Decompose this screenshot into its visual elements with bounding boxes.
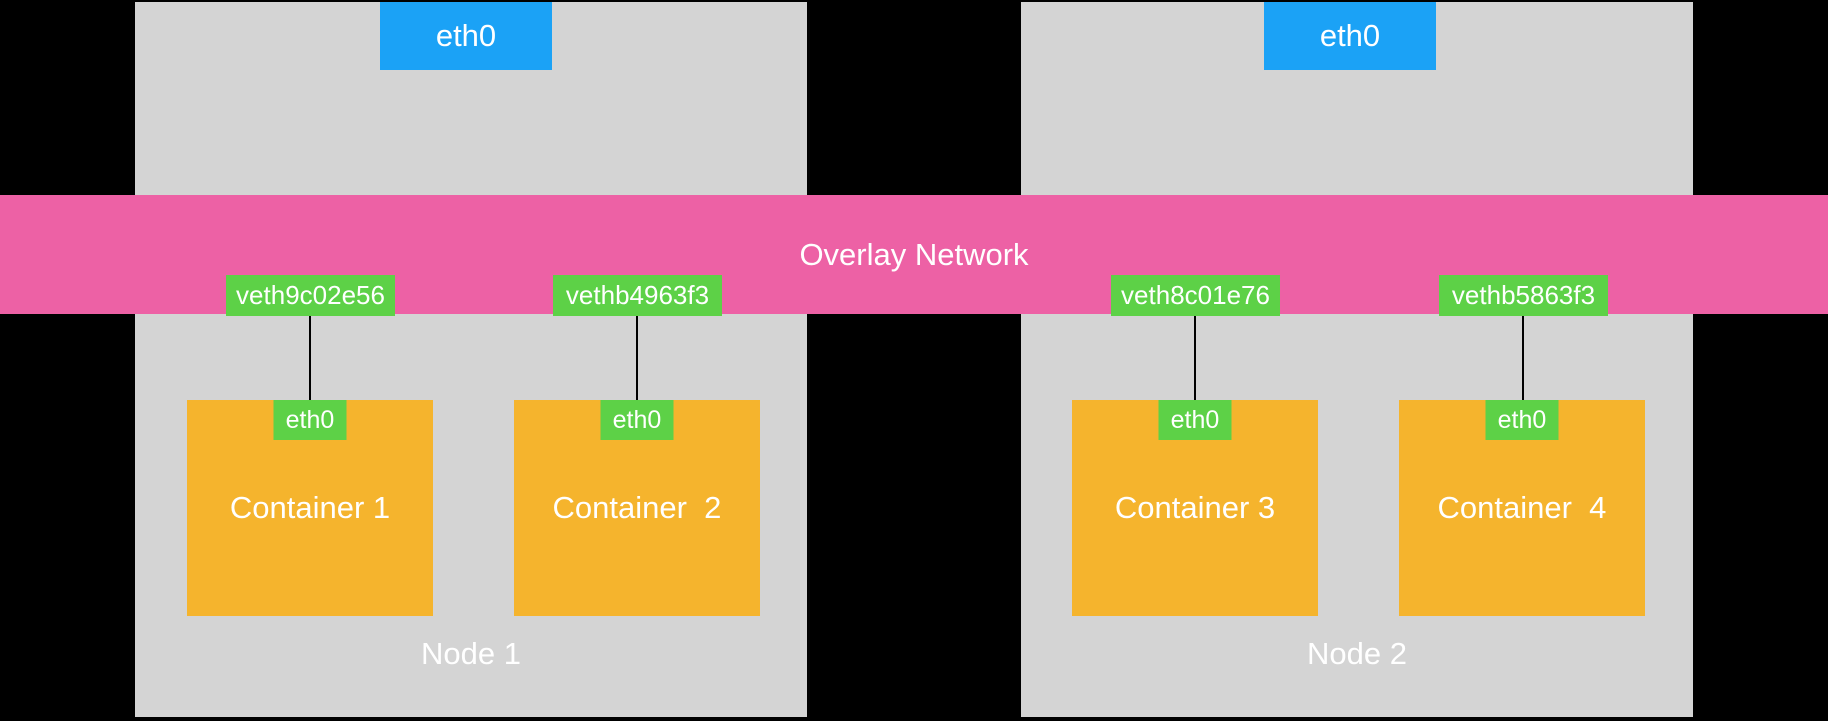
container-2-eth0-label: eth0	[612, 405, 662, 434]
node-1-label: Node 1	[421, 636, 521, 671]
veth-badge-container-2: vethb4963f3	[553, 275, 722, 316]
container-1: Container 1 eth0	[187, 400, 433, 616]
container-3-eth0-badge: eth0	[1158, 400, 1232, 440]
node-1-eth0-label: eth0	[435, 18, 497, 53]
container-3-eth0-label: eth0	[1170, 405, 1220, 434]
node-2-label: Node 2	[1307, 636, 1407, 671]
container-4-name: Container 4	[1437, 490, 1607, 525]
container-1-eth0-label: eth0	[285, 405, 335, 434]
container-4: Container 4 eth0	[1399, 400, 1645, 616]
container-2: Container 2 eth0	[514, 400, 760, 616]
veth-badge-container-4: vethb5863f3	[1439, 275, 1608, 316]
container-4-eth0-badge: eth0	[1485, 400, 1559, 440]
connector-line-container-4	[1522, 316, 1524, 400]
node-2-eth0-label: eth0	[1319, 18, 1381, 53]
container-3: Container 3 eth0	[1072, 400, 1318, 616]
connector-line-container-3	[1194, 316, 1196, 400]
container-1-eth0-badge: eth0	[273, 400, 347, 440]
veth-badge-container-1: veth9c02e56	[226, 275, 395, 316]
veth-badge-container-3: veth8c01e76	[1111, 275, 1280, 316]
container-3-name: Container 3	[1114, 490, 1276, 525]
connector-line-container-1	[309, 316, 311, 400]
container-2-name: Container 2	[552, 490, 722, 525]
container-2-eth0-badge: eth0	[600, 400, 674, 440]
container-1-name: Container 1	[229, 490, 391, 525]
node-2-eth0-box: eth0	[1264, 2, 1436, 70]
node-1-eth0-box: eth0	[380, 2, 552, 70]
connector-line-container-2	[636, 316, 638, 400]
container-4-eth0-label: eth0	[1497, 405, 1547, 434]
overlay-network-title: Overlay Network	[799, 236, 1029, 272]
